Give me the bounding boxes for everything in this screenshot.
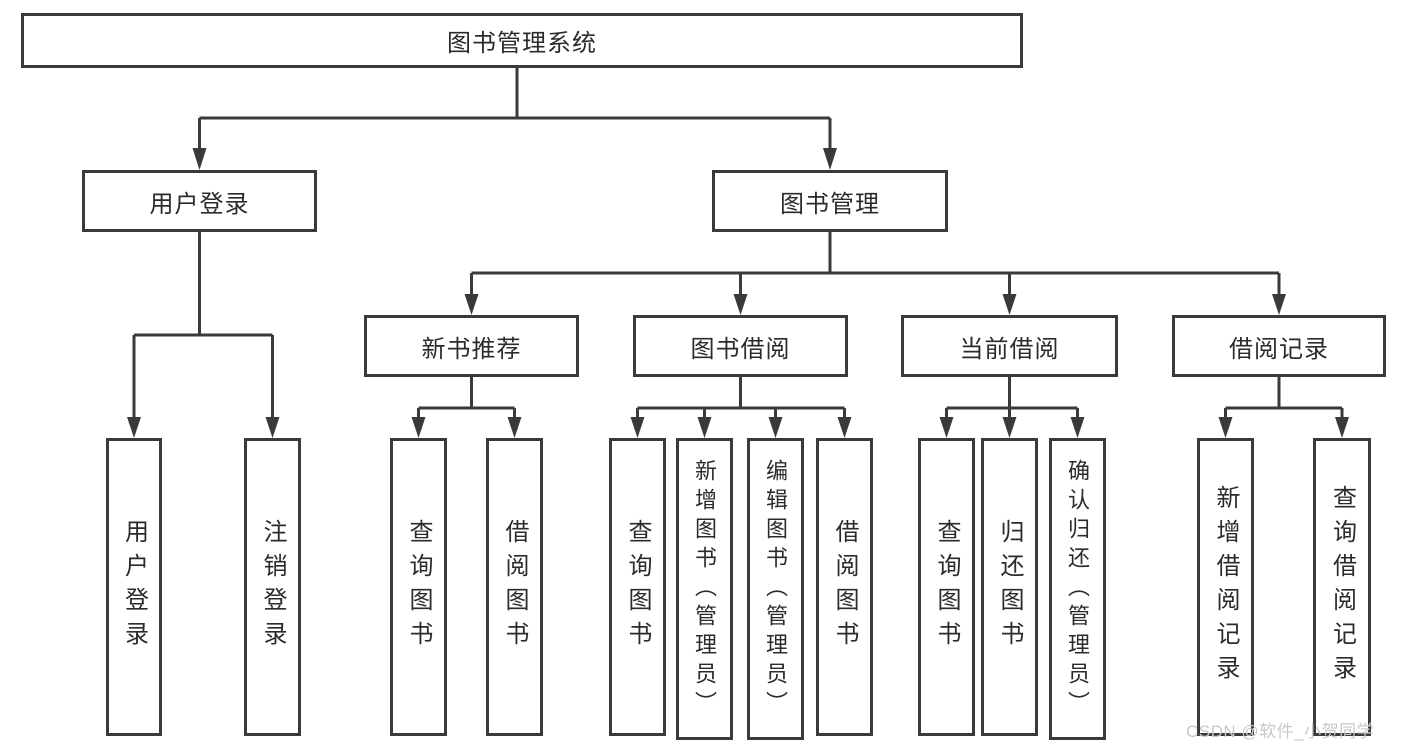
arrowhead xyxy=(837,417,852,438)
node-book-management: 图书管理 xyxy=(712,170,948,232)
arrowhead xyxy=(697,417,712,438)
arrowhead xyxy=(265,417,280,438)
root-to-level1-connectors xyxy=(192,68,837,170)
arrowhead xyxy=(1070,417,1085,438)
arrowhead xyxy=(507,417,522,438)
arrowhead xyxy=(1335,417,1349,438)
user-login-connectors xyxy=(127,232,280,438)
leaf-add-borrow-record: 新增借阅记录 xyxy=(1197,438,1254,736)
leaf-confirm-return-admin: 确认归还（管理员） xyxy=(1049,438,1106,740)
current-borrow-connectors xyxy=(939,377,1085,438)
arrowhead xyxy=(630,417,645,438)
arrowhead xyxy=(768,417,783,438)
leaf-query-books-recommend: 查询图书 xyxy=(390,438,447,736)
arrowhead xyxy=(411,417,426,438)
arrowhead xyxy=(127,417,141,438)
arrowhead xyxy=(939,417,954,438)
leaf-edit-books-admin: 编辑图书（管理员） xyxy=(747,438,804,740)
csdn-watermark: CSDN @软件_小贺同学 xyxy=(1186,722,1375,741)
new-book-recommend-connectors xyxy=(411,377,522,438)
leaf-borrow-books-recommend: 借阅图书 xyxy=(486,438,543,736)
arrowhead xyxy=(1272,294,1286,315)
arrowhead xyxy=(1002,417,1017,438)
leaf-logout: 注销登录 xyxy=(244,438,301,736)
leaf-query-books-borrow: 查询图书 xyxy=(609,438,666,736)
leaf-user-login: 用户登录 xyxy=(106,438,162,736)
book-management-connectors xyxy=(464,232,1286,315)
leaf-query-borrow-record: 查询借阅记录 xyxy=(1313,438,1371,736)
arrowhead xyxy=(1002,294,1017,315)
node-book-borrow: 图书借阅 xyxy=(633,315,848,377)
node-borrow-record: 借阅记录 xyxy=(1172,315,1386,377)
arrowhead xyxy=(192,148,207,170)
leaf-query-books-current: 查询图书 xyxy=(918,438,975,736)
book-borrow-connectors xyxy=(630,377,852,438)
arrowhead xyxy=(733,294,748,315)
node-current-borrow: 当前借阅 xyxy=(901,315,1118,377)
node-new-book-recommend: 新书推荐 xyxy=(364,315,579,377)
arrowhead xyxy=(464,294,479,315)
node-user-login: 用户登录 xyxy=(82,170,317,232)
arrowhead xyxy=(823,148,837,170)
leaf-return-books: 归还图书 xyxy=(981,438,1038,736)
arrowhead xyxy=(1218,417,1233,438)
leaf-add-books-admin: 新增图书（管理员） xyxy=(676,438,733,740)
borrow-record-connectors xyxy=(1218,377,1349,438)
node-library-management-system: 图书管理系统 xyxy=(21,13,1023,68)
leaf-borrow-books: 借阅图书 xyxy=(816,438,873,736)
